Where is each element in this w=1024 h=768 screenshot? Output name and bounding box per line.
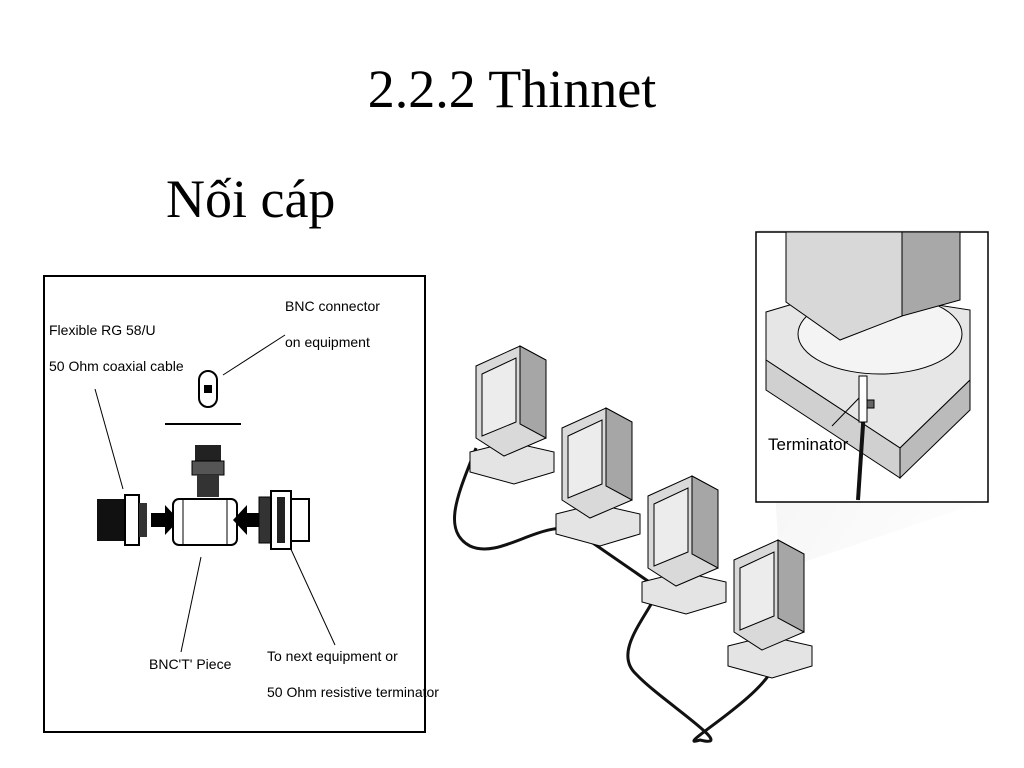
slide-subtitle: Nối cáp: [166, 169, 336, 229]
thinnet-cable: [453, 447, 776, 743]
computer-1-icon: [469, 345, 555, 485]
terminator-label: Terminator: [768, 435, 849, 454]
computer-4-icon: [727, 539, 813, 679]
next-connector-icon: [258, 490, 310, 550]
bnc-connector-label-line2: on equipment: [285, 334, 370, 350]
computer-2-icon: [555, 407, 641, 547]
bnc-t-piece-icon: [172, 498, 238, 546]
slide-title: 2.2.2 Thinnet: [367, 59, 657, 119]
terminator-icon: [856, 375, 875, 501]
next-equipment-label-line1: To next equipment or: [267, 648, 398, 664]
t-piece-label: BNC'T' Piece: [149, 656, 232, 672]
computer-3-icon: [641, 475, 727, 615]
cable-label-line2: 50 Ohm coaxial cable: [49, 358, 184, 374]
cable-label-line1: Flexible RG 58/U: [49, 322, 156, 338]
thinnet-network-diagram: Terminator: [440, 230, 1024, 768]
coax-cable-icon: [97, 494, 147, 546]
bnc-connector-diagram: Flexible RG 58/U 50 Ohm coaxial cable BN…: [43, 275, 439, 733]
bnc-diagram-svg: Flexible RG 58/U 50 Ohm coaxial cable BN…: [49, 298, 439, 700]
bnc-equipment-connector-icon: [165, 370, 241, 425]
right-arrow-icon: [233, 505, 261, 535]
network-svg: Terminator: [453, 230, 989, 743]
bnc-connector-label-line1: BNC connector: [285, 298, 380, 314]
next-equipment-label-line2: 50 Ohm resistive terminator: [267, 684, 439, 700]
t-piece-stub-icon: [191, 445, 225, 497]
terminator-inset: Terminator: [755, 231, 989, 503]
